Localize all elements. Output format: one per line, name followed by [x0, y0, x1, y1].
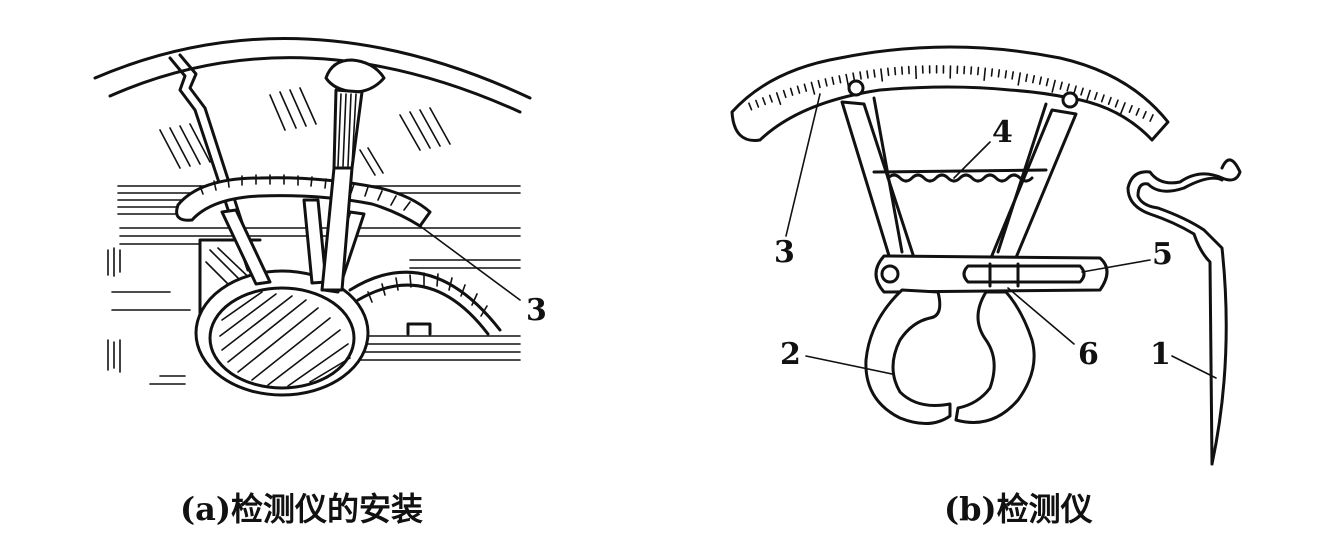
scale-tick: [860, 72, 861, 79]
scale-tick: [1012, 72, 1013, 79]
panel-b-detector: 1 2 3 4 5 6 (b)检测仪: [732, 47, 1240, 528]
callout-4: 4: [992, 115, 1013, 150]
gauge-scale-b: [732, 47, 1168, 140]
scale-tick: [888, 68, 889, 75]
callout-3-b: 3: [774, 235, 795, 270]
scale-tick: [895, 68, 896, 75]
callout-3-a: 3: [526, 293, 547, 328]
caption-b: (b)检测仪: [944, 490, 1093, 528]
slide-bar-5: [876, 256, 1107, 292]
needle-probe-1: [1128, 160, 1240, 464]
scale-tick: [902, 67, 903, 74]
scale-tick: [978, 68, 979, 75]
callout-5: 5: [1152, 237, 1173, 272]
caliper-legs: [842, 98, 1076, 272]
panel-a-installation: 3 (a)检测仪的安装: [95, 38, 547, 528]
callout-6: 6: [1078, 337, 1099, 372]
callout-1: 1: [1150, 337, 1171, 372]
wheel-rim: [95, 38, 530, 112]
scale-tick: [1005, 71, 1006, 78]
scale-tick: [998, 70, 999, 77]
clamp-jaws-2: [866, 290, 1034, 424]
scale-tick: [874, 70, 875, 77]
scale-tick: [992, 69, 993, 76]
scale-tick: [916, 66, 917, 78]
scale-tick: [971, 67, 972, 74]
callout-2: 2: [780, 337, 801, 372]
caption-a: (a)检测仪的安装: [180, 490, 423, 528]
scale-tick: [867, 71, 868, 78]
